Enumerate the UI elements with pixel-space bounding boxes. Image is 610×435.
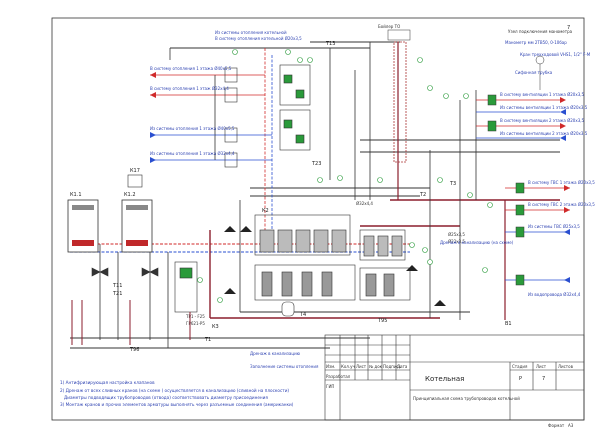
top-label-1: В систему отопления котельной Ø20х3,5 [215,36,302,41]
boiler-k1-2: К1.2 [121,192,153,253]
title-block [324,334,585,421]
pump-group [254,214,411,301]
drawing-subtitle: Принципиальная схема трубопроводов котел… [413,396,520,401]
boiler-2-label: К1.2 [124,192,136,198]
left-arrows [150,72,156,163]
left-label-3: Из системы отопления 1 этажа Ø40х5,5 [150,126,235,131]
right-label-4: В систему вентиляции 1 этажа Ø20х3,5 [500,92,585,97]
page-number: 7 [567,25,570,31]
drain-marks [71,300,191,345]
stamp-header-2: Лист [356,364,367,369]
pipe-k3-label: К3 [212,324,219,330]
right-label-7: Из системы вентиляции 2 этажа Ø20х3,5 [500,131,588,136]
diameter-22-label: Ø22х3,5 [448,239,465,244]
risers [99,42,506,348]
pipe-t3-label: Т3 [449,181,456,187]
stamp-row-0: Разработал [326,374,351,379]
manifold-valves [224,64,311,168]
stamp-header-0: Изм. [326,364,335,369]
right-label-11: Из водопровода Ø32х4,4 [528,292,581,297]
note-2: 2) Дренаж от всех сливных кранов (на схе… [60,388,289,393]
right-label-9: В систему ГВС 2 этажа Ø20х3,5 [528,202,595,207]
right-label-8: В систему ГВС 1 этажа Ø20х3,5 [528,180,595,185]
left-label-2: В систему отопления 1 этаж Ø32х4,4 [150,86,229,91]
pipe-t4-label: Т4 [299,312,306,318]
stamp-header-1: Кол.уч [341,364,355,369]
pipe-t13-label: Т13 [325,41,335,47]
boiler-valves [91,261,198,313]
pipe-t1-label: Т1 [204,337,211,343]
bottom-label-1: Дренаж в канализацию [250,351,301,356]
right-valves [487,55,545,286]
stamp-header-4: Подпись [383,364,402,369]
ref-tr-label: ТР1 - F25 [185,314,205,319]
ref-gr-label: ГР621-Р5 [186,321,205,326]
note-1: 1) Антифризирующая настройка клапанов [60,380,155,385]
pipe-t21-label: Т21 [112,291,122,297]
pipe-t95-label: Т95 [377,318,387,324]
pump-triangles [224,226,446,306]
right-label-5: Из системы вентиляции 1 этажа Ø20х3,5 [500,105,588,110]
boiler-k1-1: К1.1 [67,192,99,253]
drawing-frame [51,17,585,421]
right-label-1: Манометр мм 2ТВ50, 0-10бар [505,40,567,45]
stamp-row-1: ГИП [326,384,334,389]
pipe-t2-label: Т2 [419,192,426,198]
format-label: Формат [548,423,565,428]
stage-header: Стадия [512,364,528,369]
unit-k2-label: К2 [262,208,269,214]
top-label-2: Из системы отопления котельной [215,30,287,35]
note-4: 3) Монтаж кранов и прочих элементов арма… [60,402,294,407]
main-headers [70,41,560,349]
stamp-header-3: № док [369,364,383,369]
bottom-label-3: Заполнение системы отопления [250,364,319,369]
unit-k17 [127,174,143,188]
note-3: Диаметры подводящих трубопроводов (отвод… [64,395,268,400]
gauges [197,49,493,303]
pipe-v1-label: В1 [505,321,512,327]
right-arrows [560,97,570,283]
pipe-t11-label: Т11 [112,283,122,289]
right-label-0: Узел подключения манометра [508,29,573,34]
stamp-header-5: Дата [397,364,408,369]
unit-k17-label: К17 [130,168,140,174]
left-manifold [150,48,272,161]
water-heater: Бойлер ТО [378,24,411,163]
sheets-header: Листов [558,364,574,369]
boiler-1-label: К1.1 [70,192,82,198]
right-label-6: В систему вентиляции 2 этажа Ø20х3,5 [500,118,585,123]
diameter-32-label: Ø32х4,4 [356,201,373,206]
format-value: А3 [568,423,574,428]
bottom-label-2: Дренаж в канализацию (на схеме) [440,240,514,245]
right-label-10: Из системы ГВС Ø25х3,5 [528,224,580,229]
diameter-25-label: Ø25х3,5 [448,232,465,237]
left-label-4: Из системы отопления 1 этажа Ø32х4,4 [150,151,235,156]
pipe-t23-label: Т23 [311,161,321,167]
drawing-title: Котельная [425,375,464,383]
sheet-header: Лист [536,364,547,369]
right-label-3: Сифонная трубка [515,70,553,75]
stage-value: Р [519,376,522,382]
right-label-2: Кран трехходовой VHS1, 1/2" F-M [520,52,591,57]
expansion-tank [281,301,295,317]
sheet-value: 7 [542,376,545,382]
water-heater-label: Бойлер ТО [378,24,400,29]
left-label-1: В систему отопления 1 этажа Ø40х5,5 [150,66,232,71]
pipe-t96-label: Т96 [129,347,139,353]
